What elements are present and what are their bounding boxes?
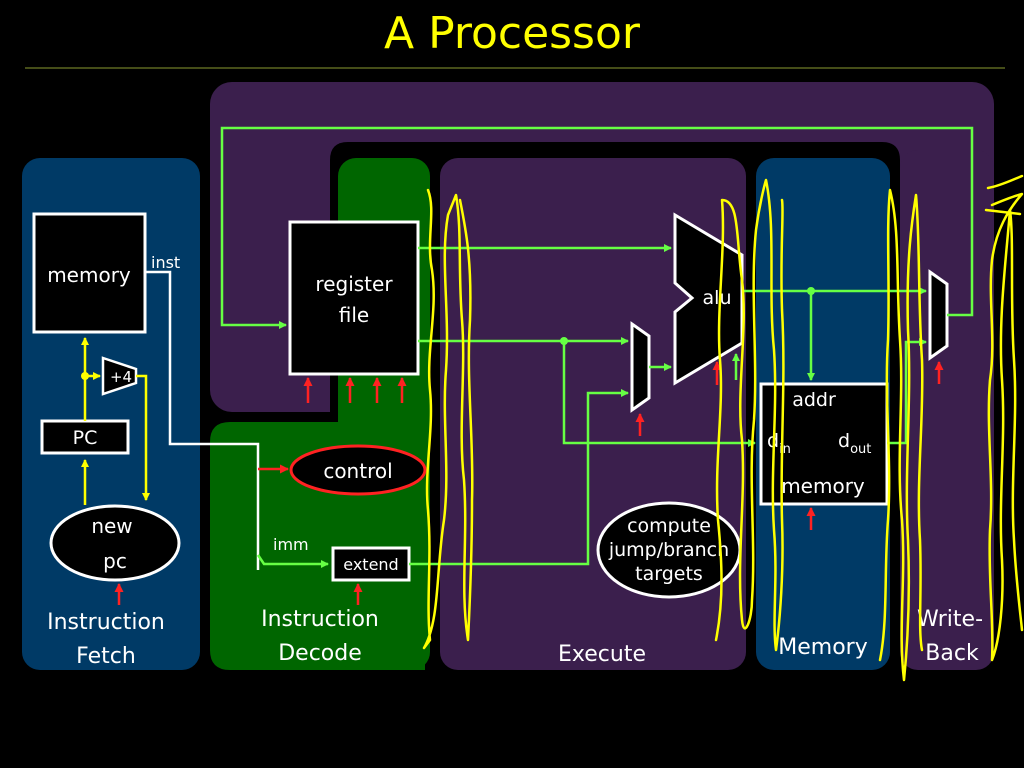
decode-label-line2: Decode	[278, 641, 362, 666]
new-pc-line1: new	[91, 514, 132, 538]
pc-register	[40, 419, 130, 455]
inst-label: inst	[151, 253, 180, 272]
datapath-wires	[220, 126, 974, 566]
alu-label: alu	[703, 287, 732, 309]
annotation-stroke-decode	[422, 188, 474, 650]
control-label: control	[323, 459, 392, 483]
extend-label: extend	[343, 555, 398, 574]
instruction-memory-label: memory	[47, 263, 131, 287]
page-title: A Processor	[384, 8, 641, 59]
fetch-label-line1: Instruction	[47, 610, 165, 635]
plus4-adder	[101, 356, 138, 396]
compute-line1: compute	[627, 515, 711, 537]
imm-wire	[256, 554, 329, 568]
control-signals	[114, 361, 944, 605]
pc-label: PC	[73, 427, 98, 449]
execute-label: Execute	[558, 642, 646, 667]
register-file	[288, 220, 420, 376]
addr-label: addr	[792, 389, 836, 411]
annotation-stroke-memory	[878, 188, 924, 682]
dout-label: dout	[838, 430, 871, 457]
memory-stage-label: Memory	[778, 635, 867, 660]
data-memory-label: memory	[781, 474, 865, 498]
compute-line3: targets	[635, 563, 703, 585]
writeback-label-line2: Back	[925, 641, 979, 666]
annotation-stroke-writeback	[984, 174, 1024, 662]
junction-reg2	[560, 337, 568, 345]
annotation-stroke-execute	[714, 178, 785, 652]
alu-mux	[630, 321, 651, 413]
fetch-junction	[81, 372, 89, 380]
register-file-line2: file	[339, 303, 369, 327]
new-pc-line2: pc	[103, 549, 127, 573]
compute-line2: jump/branch	[608, 539, 729, 561]
control-unit	[289, 444, 427, 496]
instruction-memory	[32, 212, 147, 334]
writeback-mux	[928, 269, 949, 361]
junction-alu-out	[807, 287, 815, 295]
fetch-label-line2: Fetch	[76, 644, 136, 669]
register-file-line1: register	[315, 272, 393, 296]
decode-label-line1: Instruction	[261, 607, 379, 632]
writeback-panel	[900, 150, 994, 670]
extend-unit	[331, 546, 411, 582]
plus4-label: +4	[110, 368, 132, 386]
pipeline-annotations	[422, 174, 1024, 682]
writeback-label-line1: Write-	[917, 607, 983, 632]
instruction-bus	[145, 270, 260, 570]
imm-label: imm	[273, 535, 309, 554]
alu	[673, 212, 744, 386]
new-pc-logic	[49, 504, 181, 582]
